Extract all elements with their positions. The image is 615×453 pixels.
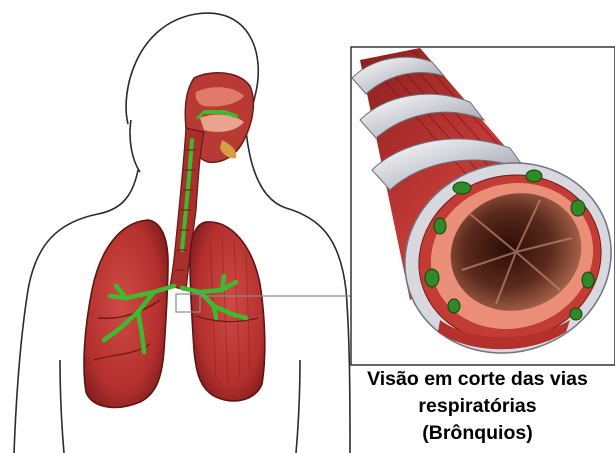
- caption-line-1: Visão em corte das vias: [340, 366, 615, 393]
- inset-caption: Visão em corte das vias respiratórias (B…: [340, 366, 615, 447]
- caption-line-3: (Brônquios): [340, 420, 615, 447]
- caption-line-2: respiratórias: [340, 393, 615, 420]
- left-lung: [84, 220, 174, 407]
- right-lung: [182, 222, 265, 401]
